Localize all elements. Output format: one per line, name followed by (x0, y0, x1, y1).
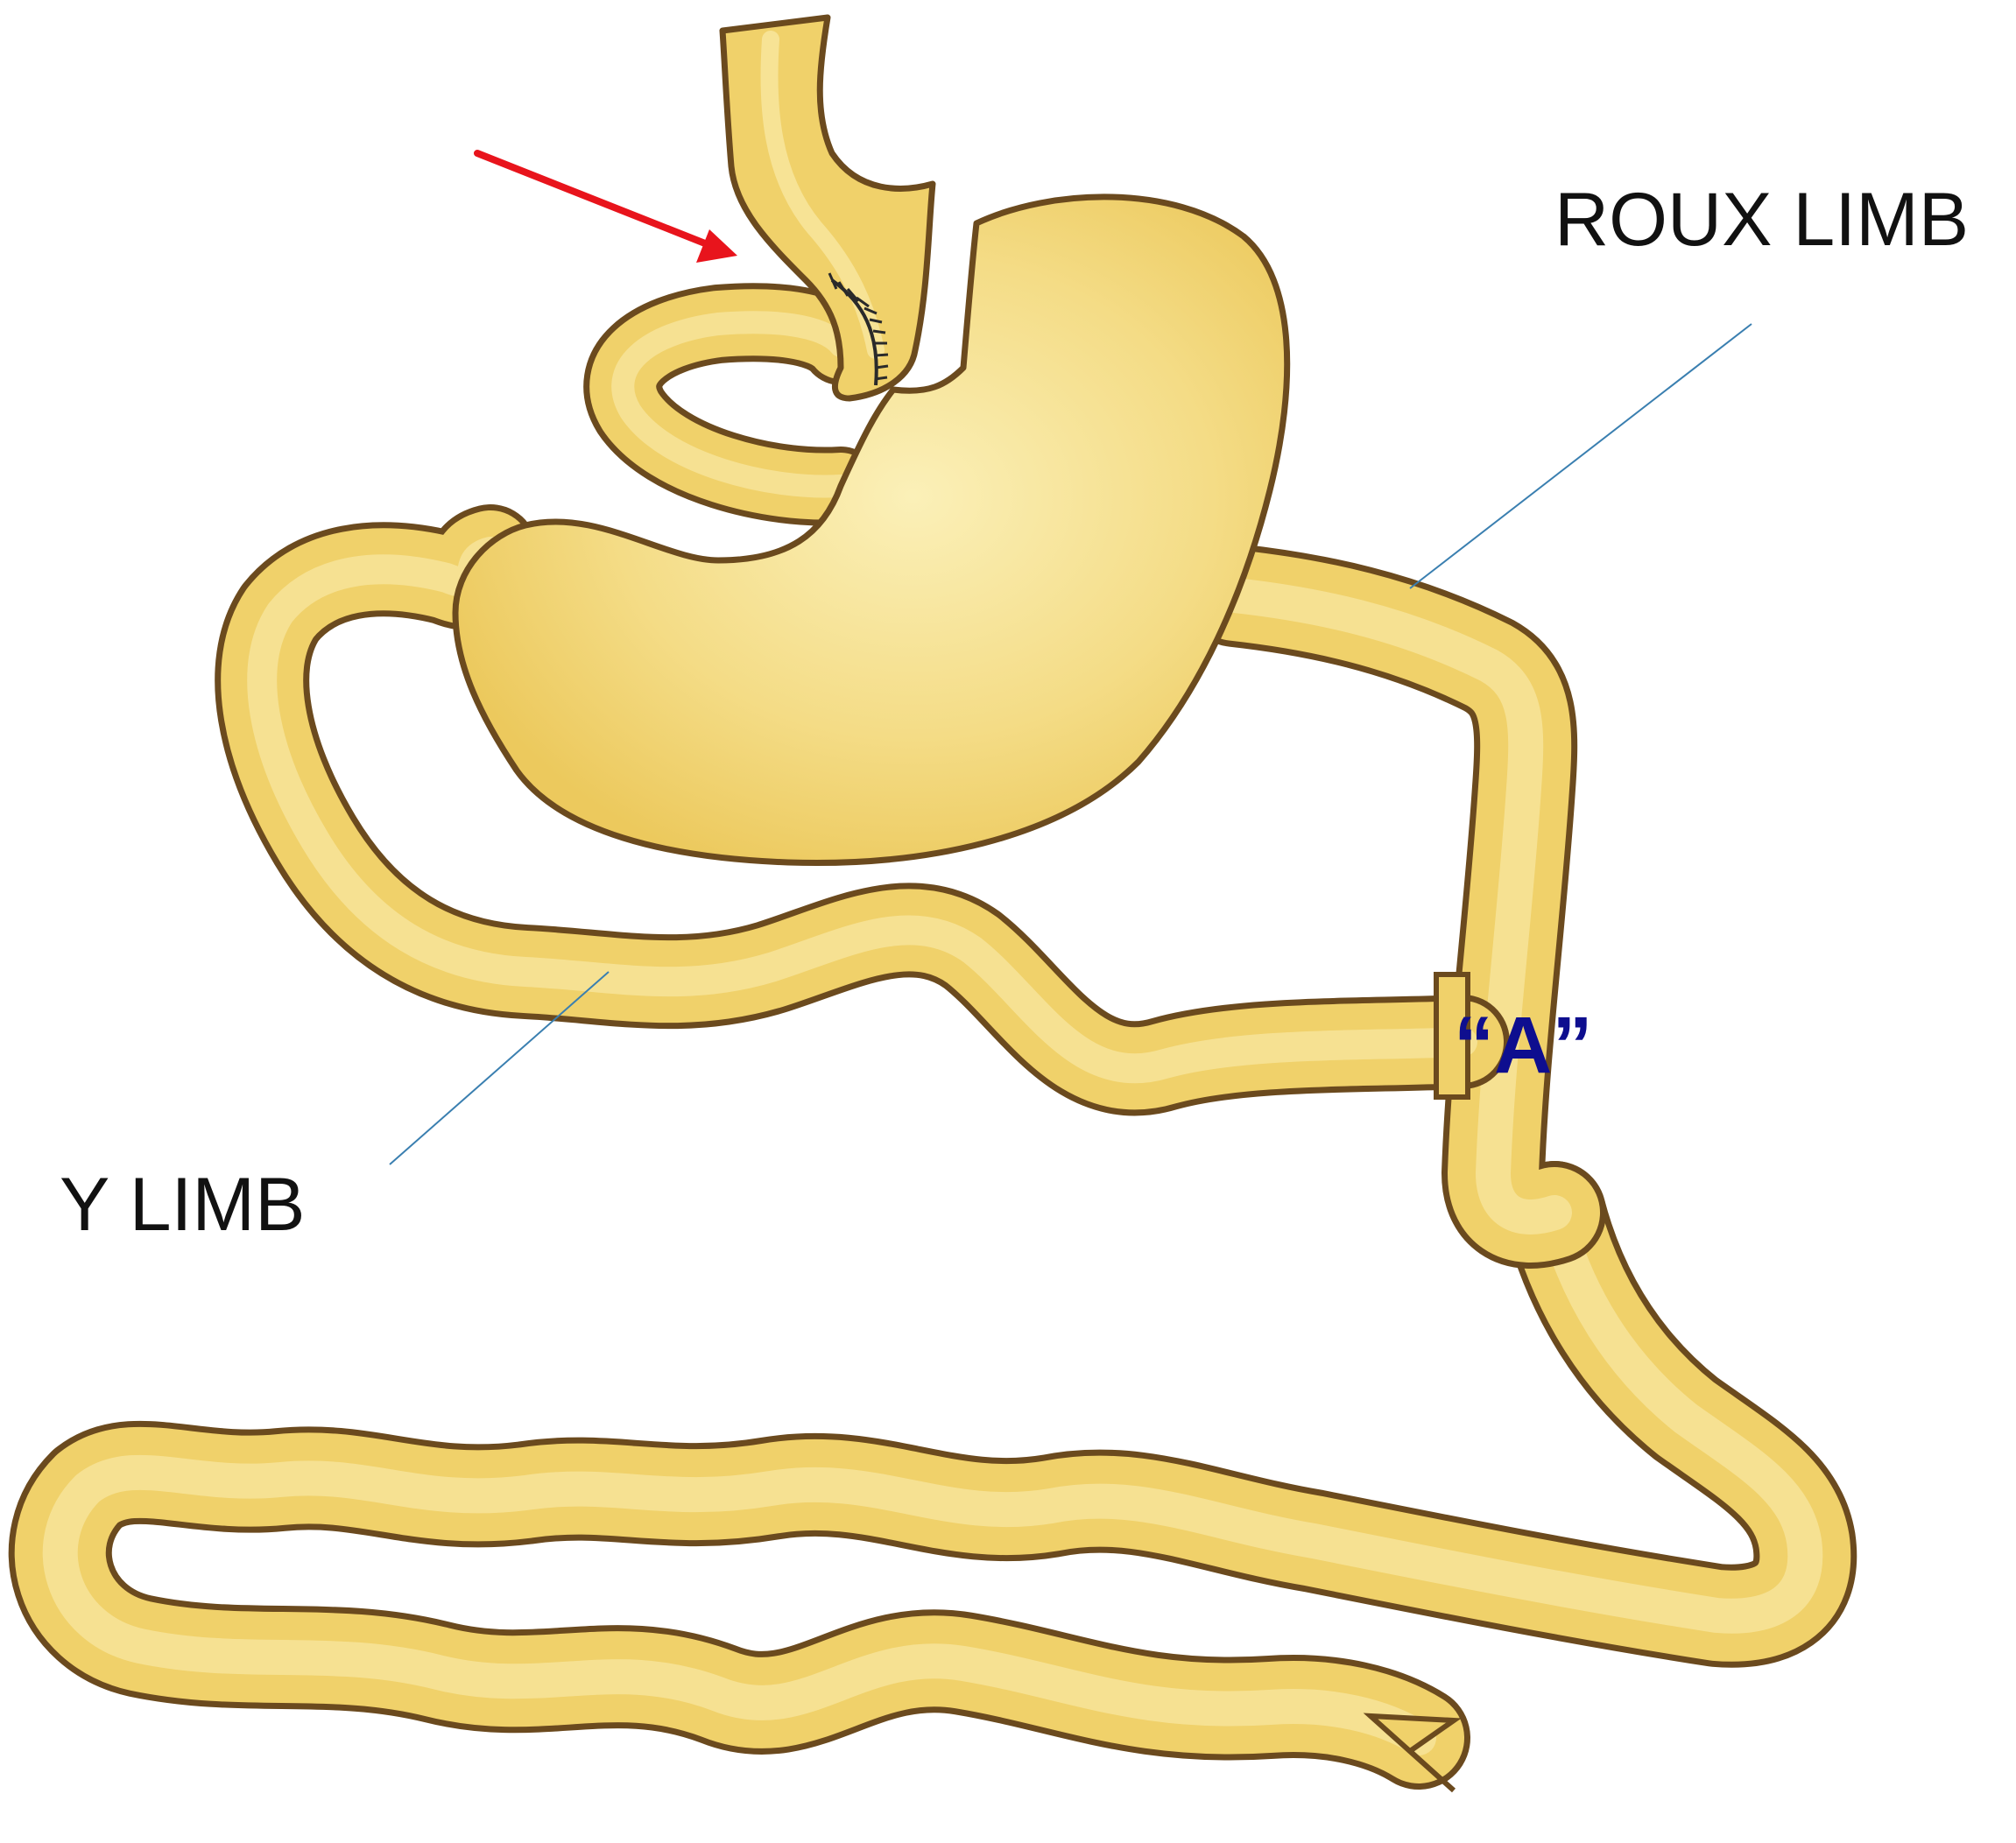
roux-limb-label: ROUX LIMB (1554, 178, 1969, 262)
y-limb-label: Y LIMB (60, 1163, 305, 1247)
distal-small-bowel (60, 1213, 1805, 1790)
red-arrow-icon (477, 153, 737, 263)
anastomosis-marker: “A” (1454, 1001, 1592, 1090)
alimentary-loop (623, 322, 841, 486)
roux-limb (1235, 595, 1554, 1217)
roux-limb-leader (1410, 324, 1752, 588)
